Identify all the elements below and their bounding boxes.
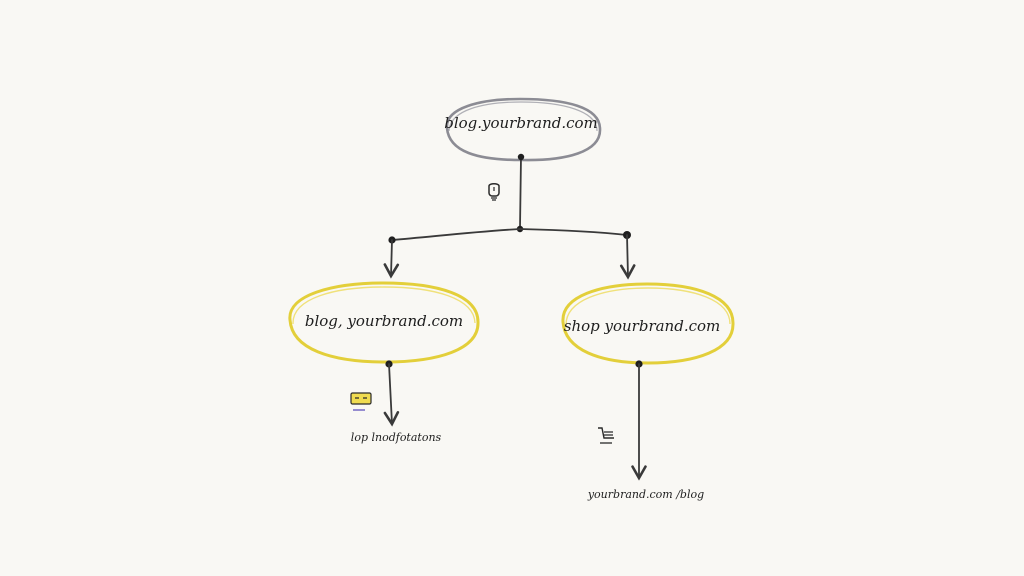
left-node-label: blog, yourbrand.com: [305, 312, 463, 330]
root-node-outline: [445, 97, 602, 162]
branch-horizontal-line: [391, 228, 628, 241]
right-node: shop yourbrand.com: [561, 282, 735, 365]
root-node-outline-sketch: [448, 101, 598, 132]
right-leaf-label: yourbrand.com /blog: [587, 488, 704, 501]
root-node: blog.yourbrand.com: [444, 97, 602, 162]
left-node: blog, yourbrand.com: [288, 281, 480, 364]
cart-icon: [598, 427, 614, 444]
root-stem-line: [519, 156, 522, 229]
arrow-to-right-node: [619, 234, 636, 280]
left-leaf-label: lop lnodfotatons: [351, 431, 442, 444]
left-node-outline: [288, 281, 480, 364]
yellow-card-icon: [350, 392, 372, 411]
arrow-to-left-node: [383, 239, 400, 279]
root-node-label: blog.yourbrand.com: [444, 114, 598, 132]
lightbulb-icon: [488, 183, 500, 201]
right-node-outline: [561, 282, 735, 365]
root-connector-dot: [517, 153, 525, 161]
left-node-outline-sketch: [292, 286, 476, 325]
right-node-label: shop yourbrand.com: [564, 317, 721, 335]
arrow-to-left-leaf: [383, 363, 400, 427]
right-node-outline-sketch: [565, 287, 731, 327]
